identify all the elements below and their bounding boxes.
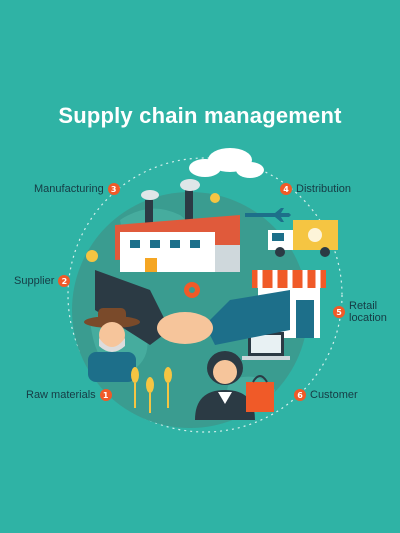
cycle-ring [67, 157, 343, 433]
shopping-bag-icon [246, 375, 274, 412]
laptop-icon [242, 332, 290, 360]
step-number-badge: 2 [58, 275, 71, 287]
step-label: Raw materials [26, 389, 96, 401]
step-raw-materials: Raw materials 1 [26, 389, 112, 401]
step-number-badge: 3 [107, 183, 120, 195]
step-supplier: Supplier 2 [14, 275, 71, 287]
handshake-icon [95, 270, 290, 345]
cloud-icon [189, 148, 264, 178]
step-label-line1: Retail [349, 300, 378, 312]
step-label: Distribution [296, 183, 352, 195]
gear-icon-small [86, 250, 98, 262]
step-label: Supplier [14, 275, 55, 287]
factory-icon [115, 179, 240, 272]
farmer-icon [84, 308, 140, 382]
airplane-icon [245, 208, 291, 222]
wheat-icon [131, 367, 172, 413]
step-label: Manufacturing [34, 183, 104, 195]
customer-icon [195, 351, 255, 420]
step-number-badge: 4 [280, 183, 292, 195]
step-number-badge: 5 [333, 306, 345, 318]
step-manufacturing: Manufacturing 3 [34, 183, 120, 195]
step-retail-location: 5 Retail location [333, 300, 387, 324]
step-number-badge: 1 [99, 389, 112, 401]
step-label: Customer [310, 389, 358, 401]
truck-icon [268, 220, 338, 257]
page-title: Supply chain management [58, 103, 342, 128]
step-customer: 6 Customer [294, 389, 358, 401]
step-label-line2: location [349, 312, 387, 324]
step-distribution: 4 Distribution [280, 183, 351, 195]
gear-icon-top [210, 193, 220, 203]
step-number-badge: 6 [294, 389, 306, 401]
